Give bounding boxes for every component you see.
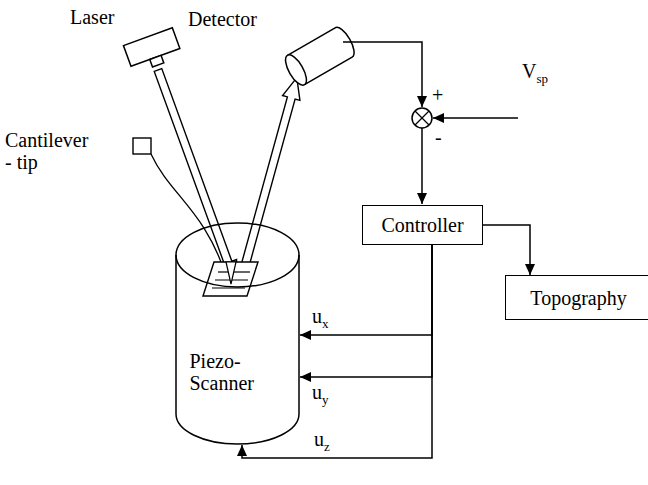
symbol-subscript: sp	[536, 71, 548, 86]
part-name: +	[432, 84, 443, 106]
leader-line	[151, 154, 226, 276]
piezo-scanner-cylinder: Piezo- Scanner	[175, 222, 300, 445]
node-label: Piezo- Scanner	[190, 350, 274, 394]
symbol-base: u	[312, 305, 322, 327]
part-name: Cantilever - tip	[5, 129, 97, 173]
signal-name: Vsp	[522, 60, 548, 85]
sample-symbol	[203, 262, 258, 296]
symbol-base: u	[314, 428, 324, 450]
part-name: -	[435, 126, 442, 148]
reflected-beam	[231, 75, 305, 286]
controller-box: Controller	[362, 205, 483, 245]
signal-arrow	[300, 245, 432, 335]
node-label: Topography	[530, 287, 626, 309]
signal-name: uy	[312, 381, 329, 406]
signal-name: ux	[312, 305, 329, 330]
symbol-base: u	[312, 381, 322, 403]
signal-wire	[343, 42, 422, 107]
topography-box: Topography	[505, 275, 648, 320]
setpoint-wire	[433, 117, 518, 119]
symbol-subscript: y	[322, 392, 329, 407]
signal-arrow	[483, 225, 530, 275]
laser-beam	[150, 67, 244, 286]
error-wire	[421, 128, 423, 204]
symbol-base: V	[522, 60, 536, 82]
signal-name: uz	[314, 428, 330, 453]
detector-symbol	[281, 24, 358, 88]
cylinder-outline	[175, 222, 300, 445]
node-label: Controller	[381, 214, 463, 236]
signal-arrow	[300, 245, 432, 377]
symbol-subscript: x	[322, 316, 329, 331]
laser-symbol	[123, 28, 182, 74]
symbol-subscript: z	[324, 439, 330, 454]
summing-junction	[412, 108, 432, 128]
signal-arrow	[242, 245, 432, 458]
part-name: Laser	[70, 6, 114, 28]
part-name: Detector	[188, 8, 257, 30]
cantilever-marker	[133, 138, 151, 154]
